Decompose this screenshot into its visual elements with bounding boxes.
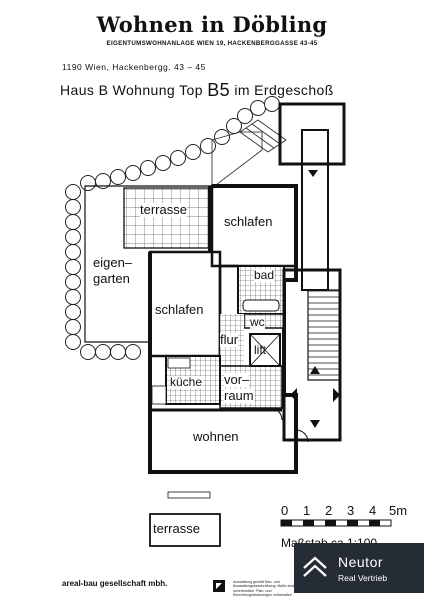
room-vorraum-line1: vor–: [224, 372, 250, 387]
room-eigengarten-line1: eigen–: [93, 255, 133, 270]
unit-number: B5: [207, 80, 231, 100]
unit-heading-suffix: im Erdgeschoß: [234, 82, 334, 98]
room-terrasse-bottom: terrasse: [153, 521, 200, 536]
room-vorraum-line2: raum: [224, 388, 254, 403]
room-kueche: küche: [170, 375, 203, 389]
room-lift: lift: [254, 343, 266, 357]
project-subtitle: EIGENTUMSWOHNANLAGE WIEN 19, HACKENBERGG…: [106, 40, 318, 47]
brochure-title: Wohnen in Döbling: [96, 12, 328, 37]
badge-subtitle: Real Vertrieb: [338, 573, 388, 583]
room-flur: flur: [220, 332, 239, 347]
room-eigengarten-line2: garten: [93, 271, 130, 286]
scale-tick: 0: [281, 503, 289, 518]
room-schlafen-left: schlafen: [155, 302, 204, 317]
room-terrasse-top: terrasse: [140, 202, 187, 217]
scale-tick: 2: [325, 503, 333, 518]
roof-logo-icon: [303, 556, 327, 577]
scale-bar: [280, 519, 392, 527]
room-schlafen-right: schlafen: [224, 214, 273, 229]
arrow-right-icon: [333, 388, 340, 402]
terrace-top-tiles: [123, 187, 213, 249]
arrow-left-icon: [290, 388, 297, 402]
garden-hedge: [65, 96, 280, 360]
unit-heading-prefix: Haus B Wohnung Top: [60, 82, 203, 98]
address-line: 1190 Wien, Hackenbergg. 43 – 45: [62, 62, 206, 72]
scale-tick: 1: [303, 503, 311, 518]
badge-name: Neutor: [338, 554, 384, 570]
scale-tick: 4: [369, 503, 377, 518]
room-wohnen: wohnen: [193, 429, 239, 444]
unit-heading: Haus B Wohnung Top B5 im Erdgeschoß: [60, 80, 334, 101]
company-name: areal-bau gesellschaft mbh.: [62, 579, 168, 588]
room-bad: bad: [254, 268, 275, 282]
scale-tick: 5m: [389, 503, 408, 518]
disclaimer-fineprint: Ausstattung gemäß Bau- und Ausstattungsb…: [233, 580, 295, 598]
company-logo: [213, 580, 225, 592]
room-wc: wc: [250, 315, 265, 329]
arrow-down-icon: [310, 420, 320, 428]
scale-tick: 3: [347, 503, 355, 518]
neutor-badge: Neutor Real Vertrieb: [294, 543, 424, 593]
arrow-up-icon: [310, 366, 320, 374]
